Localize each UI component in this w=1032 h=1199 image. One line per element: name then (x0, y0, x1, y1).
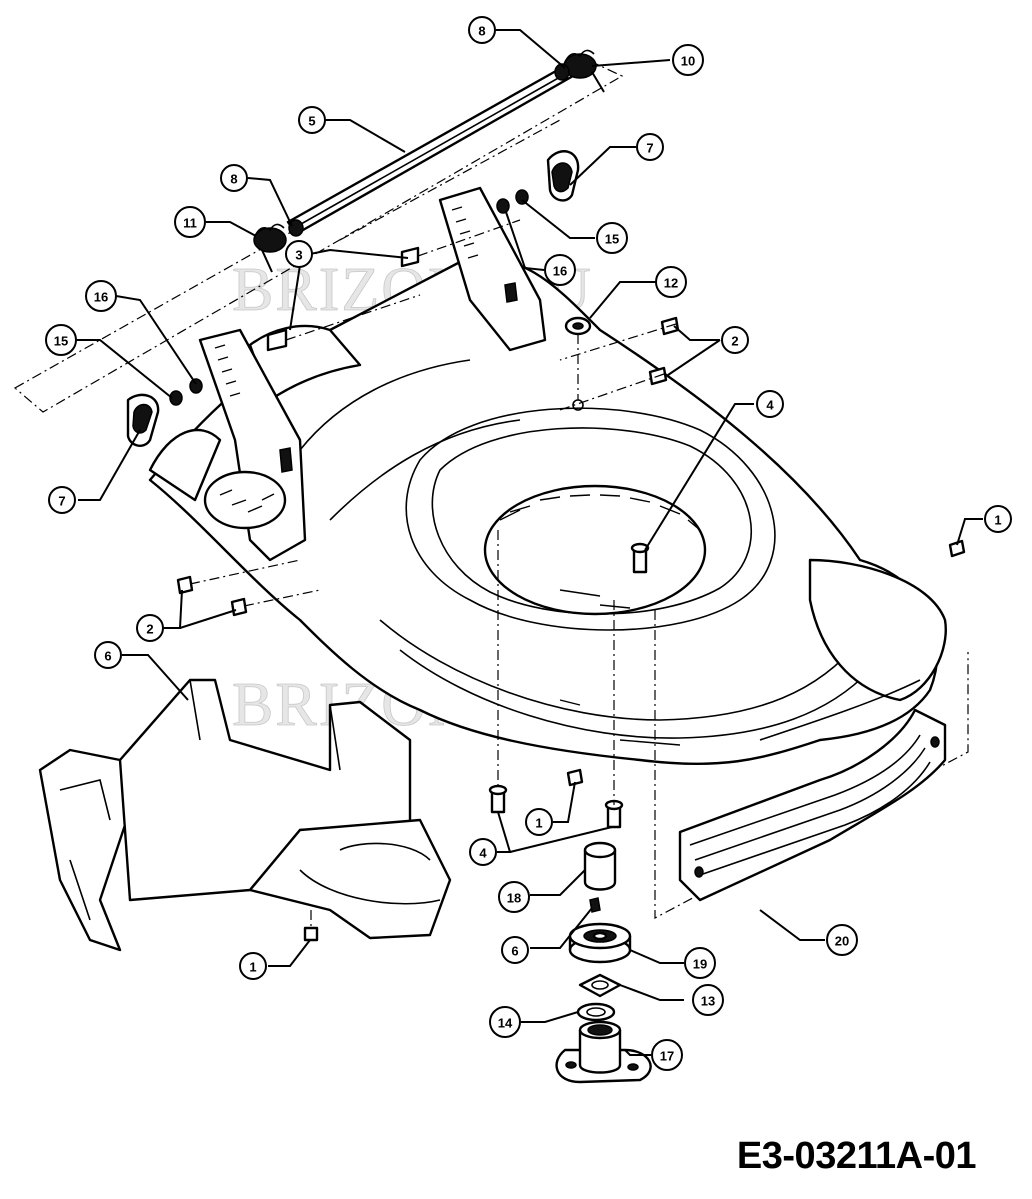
callout-2-left: 2 (136, 614, 164, 642)
callout-15-left: 15 (45, 324, 77, 356)
svg-text:12: 12 (664, 276, 678, 291)
callout-11: 11 (174, 206, 206, 238)
callout-16-left: 16 (85, 280, 117, 312)
svg-text:3: 3 (295, 248, 302, 263)
height-bracket-left (148, 328, 307, 562)
svg-text:7: 7 (58, 494, 65, 509)
washer-14 (576, 1002, 616, 1022)
svg-text:2: 2 (731, 334, 738, 349)
svg-text:14: 14 (498, 1016, 513, 1031)
height-knob-left (126, 393, 160, 447)
callout-14: 14 (489, 1006, 521, 1038)
spring-10 (563, 49, 605, 93)
svg-text:16: 16 (553, 264, 567, 279)
spring-11 (253, 223, 287, 273)
washer-13 (578, 973, 622, 998)
callout-15-right: 15 (596, 222, 628, 254)
pulley-19 (568, 922, 632, 964)
height-bracket-right (438, 186, 547, 352)
svg-text:16: 16 (94, 290, 108, 305)
deck-screws-2 (176, 316, 680, 617)
svg-text:1: 1 (249, 960, 256, 975)
callout-8-mid: 8 (220, 164, 248, 192)
callout-5: 5 (298, 106, 326, 134)
svg-text:10: 10 (681, 54, 695, 69)
discharge-chute (38, 678, 452, 952)
svg-text:19: 19 (693, 957, 707, 972)
svg-text:4: 4 (766, 398, 774, 413)
svg-text:13: 13 (701, 994, 715, 1009)
callout-18: 18 (498, 881, 530, 913)
rear-axle-rod (13, 60, 624, 413)
callout-8-top: 8 (468, 16, 496, 44)
svg-text:8: 8 (478, 24, 485, 39)
svg-text:6: 6 (511, 944, 518, 959)
svg-text:15: 15 (54, 334, 68, 349)
callout-7-left: 7 (48, 486, 76, 514)
callout-6-chute: 6 (94, 641, 122, 669)
callout-4-right: 4 (756, 390, 784, 418)
svg-text:11: 11 (183, 216, 197, 231)
washers-left (169, 378, 203, 406)
rear-flap (654, 610, 969, 919)
svg-text:17: 17 (660, 1049, 674, 1064)
diagram-code: E3-03211A-01 (736, 1135, 977, 1177)
washers-right (496, 189, 529, 214)
callout-12: 12 (655, 266, 687, 298)
washer-12 (564, 316, 592, 411)
svg-text:1: 1 (535, 816, 542, 831)
svg-text:1: 1 (994, 513, 1001, 528)
callout-16-right: 16 (544, 254, 576, 286)
svg-text:20: 20 (835, 934, 849, 949)
svg-text:2: 2 (146, 622, 153, 637)
svg-text:5: 5 (308, 114, 315, 129)
svg-text:18: 18 (507, 891, 521, 906)
svg-text:4: 4 (479, 846, 487, 861)
svg-text:8: 8 (230, 172, 237, 187)
blade-adapter-17 (555, 1020, 652, 1084)
mower-deck (148, 257, 947, 766)
callout-7-right: 7 (636, 133, 664, 161)
height-knob-right (546, 150, 580, 202)
nut-8-top (554, 63, 570, 81)
callout-3: 3 (285, 240, 313, 268)
spacer-18 (583, 841, 617, 891)
callout-1-left: 1 (239, 952, 267, 980)
nut-8-mid (288, 219, 304, 237)
svg-text:6: 6 (104, 649, 111, 664)
callout-1-right: 1 (984, 505, 1012, 533)
bolts-4 (488, 530, 650, 829)
callout-10: 10 (672, 44, 704, 76)
svg-text:15: 15 (605, 232, 619, 247)
callout-17: 17 (651, 1039, 683, 1071)
callout-6-key: 6 (501, 936, 529, 964)
callout-2-right: 2 (721, 326, 749, 354)
callout-13: 13 (692, 984, 724, 1016)
pivot-bolts (266, 219, 521, 352)
svg-text:7: 7 (646, 141, 653, 156)
callout-19: 19 (684, 947, 716, 979)
callout-1-mid: 1 (525, 808, 553, 836)
leader-lines (76, 29, 983, 1056)
callout-20: 20 (826, 924, 858, 956)
callout-4-bottom: 4 (469, 838, 497, 866)
